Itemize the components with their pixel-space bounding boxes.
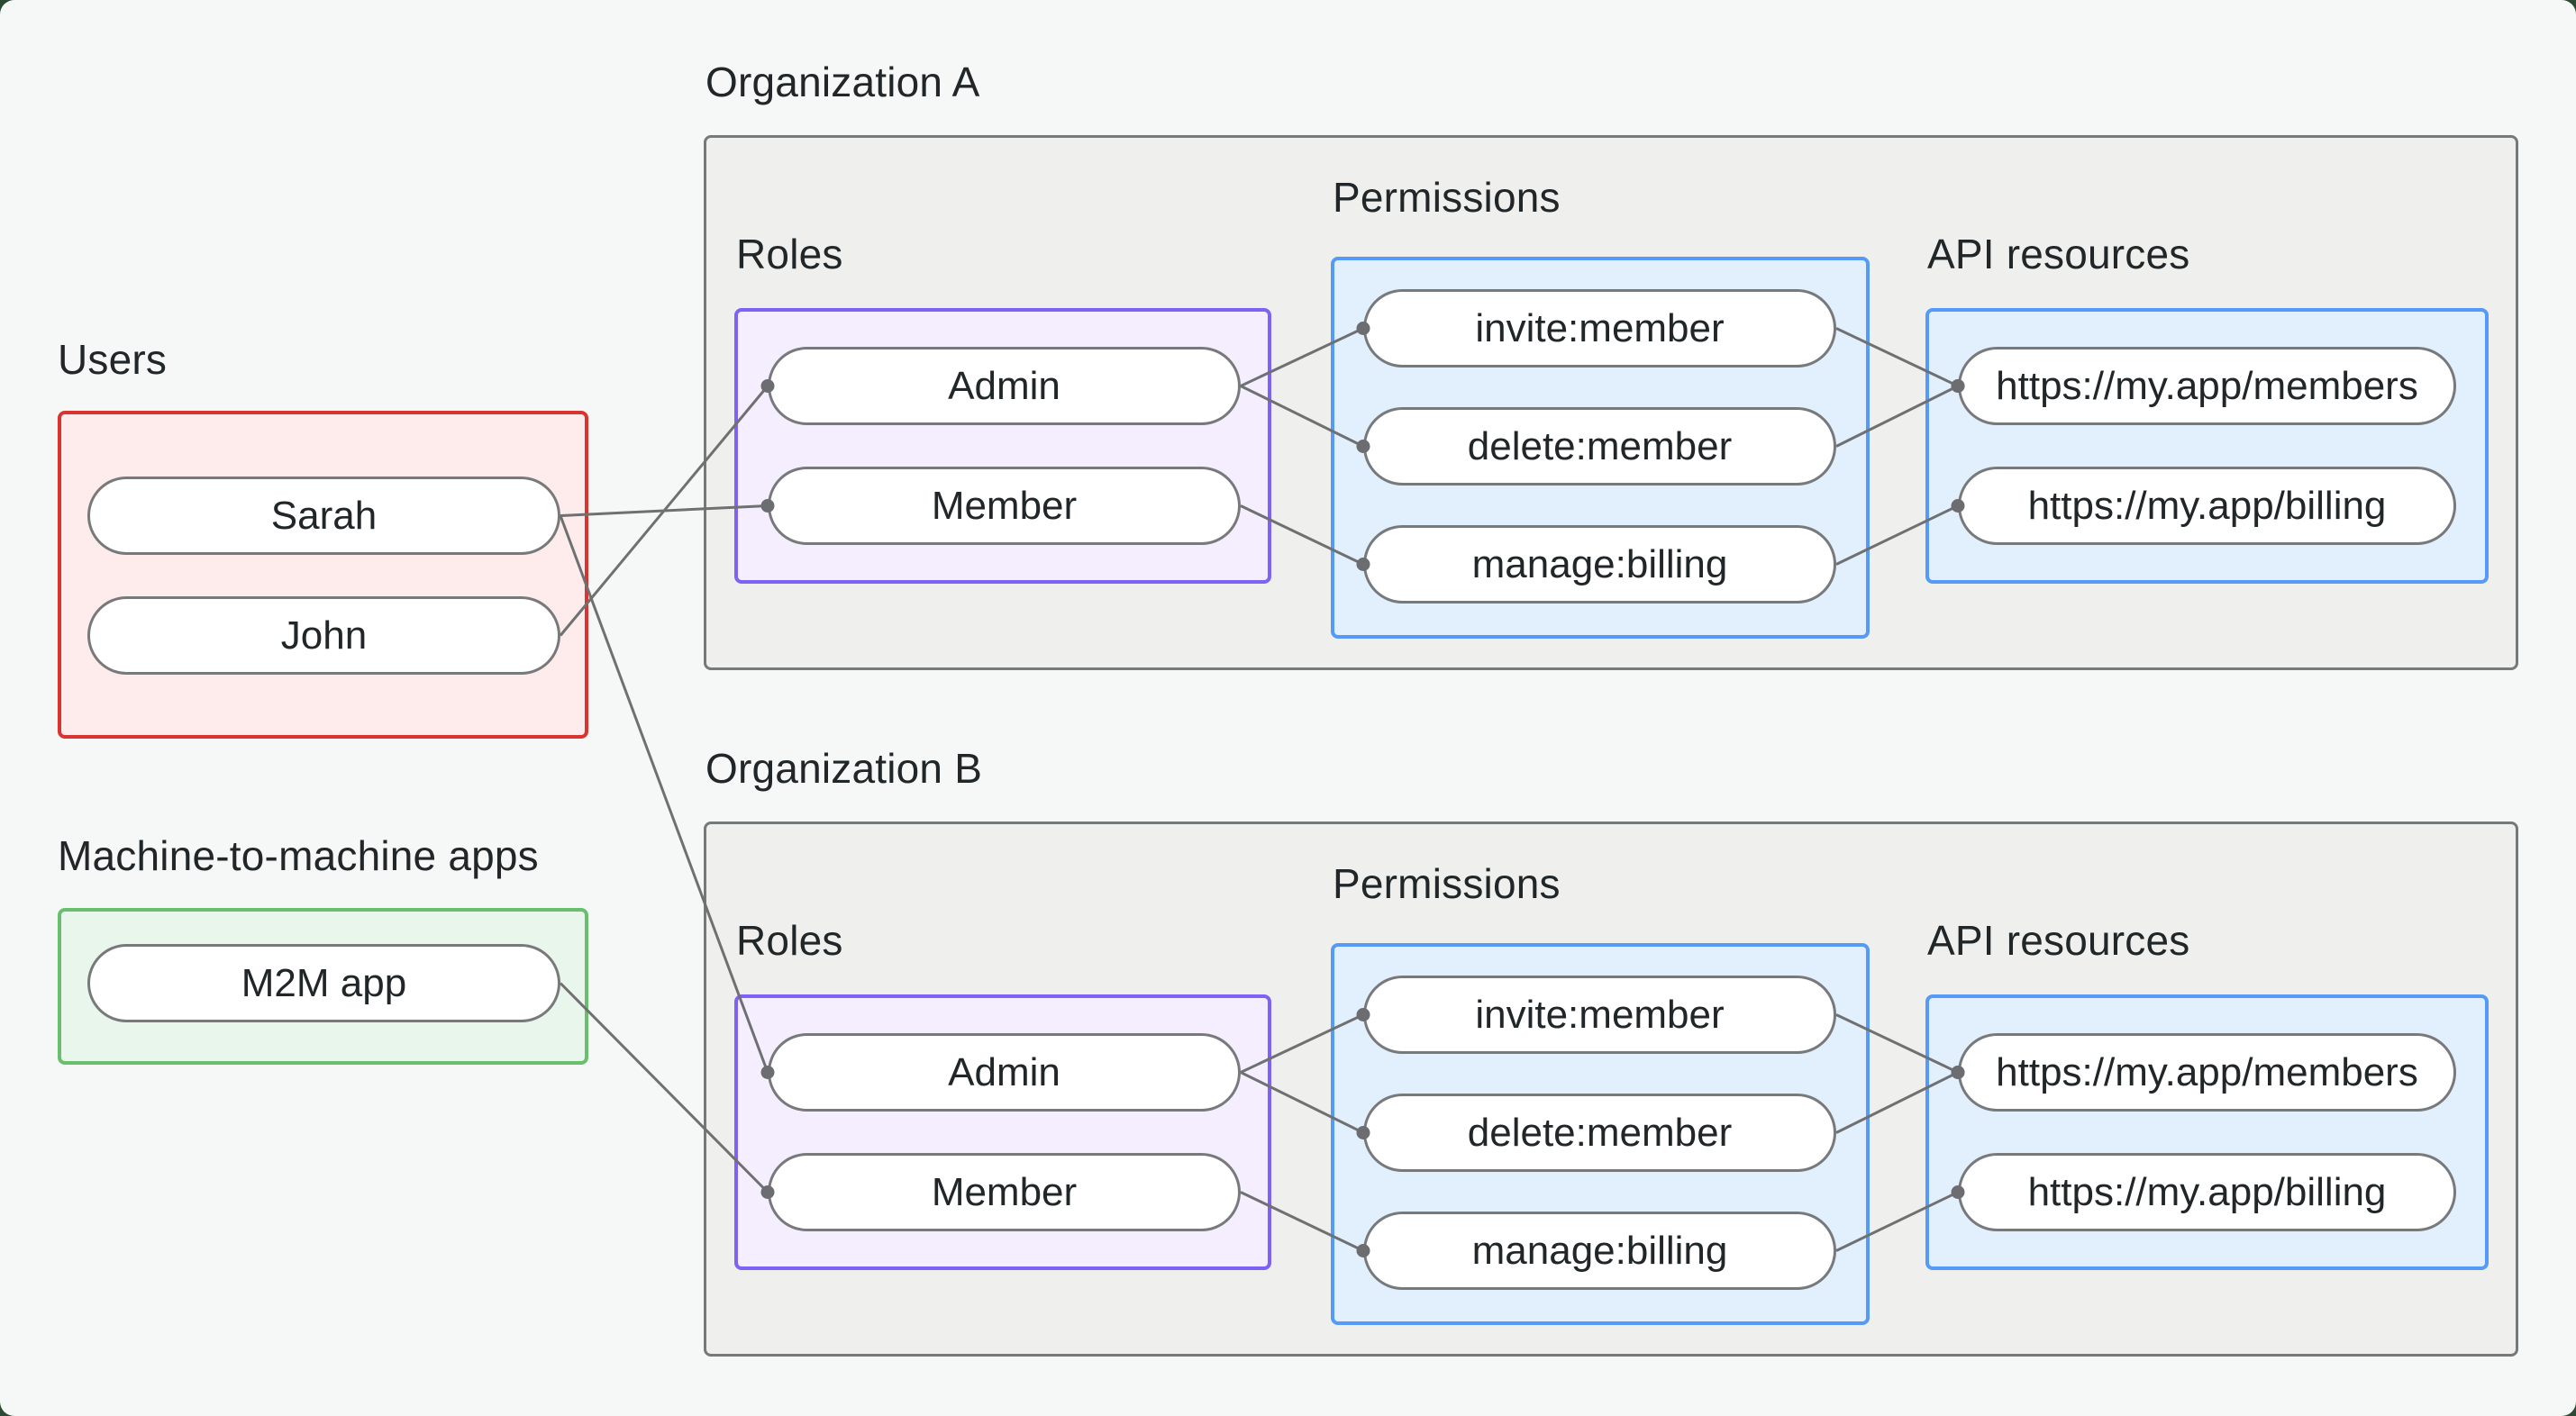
org-a-api-resources-label: API resources [1927, 231, 2190, 277]
org-a-roles-label: Roles [736, 231, 843, 277]
node-org-b-billing-api: https://my.app/billing [1958, 1153, 2456, 1231]
org-b-api-resources-label: API resources [1927, 917, 2190, 964]
org-b-roles-label: Roles [736, 917, 843, 964]
node-org-a-billing-api: https://my.app/billing [1958, 467, 2456, 545]
node-org-b-member: Member [768, 1153, 1241, 1231]
node-org-b-manage-billing: manage:billing [1363, 1212, 1836, 1290]
node-org-a-member: Member [768, 467, 1241, 545]
node-org-a-members-api: https://my.app/members [1958, 347, 2456, 425]
org-b-label: Organization B [705, 745, 983, 792]
node-sarah: Sarah [87, 477, 560, 555]
node-org-b-delete-member: delete:member [1363, 1094, 1836, 1172]
node-org-a-invite-member: invite:member [1363, 289, 1836, 368]
node-org-a-admin: Admin [768, 347, 1241, 425]
node-john: John [87, 596, 560, 675]
node-org-b-members-api: https://my.app/members [1958, 1033, 2456, 1112]
org-a-permissions-label: Permissions [1333, 174, 1561, 221]
node-org-b-invite-member: invite:member [1363, 976, 1836, 1054]
node-org-b-admin: Admin [768, 1033, 1241, 1112]
org-b-permissions-label: Permissions [1333, 860, 1561, 907]
node-org-a-manage-billing: manage:billing [1363, 525, 1836, 604]
users-group-label: Users [58, 336, 168, 383]
org-a-label: Organization A [705, 59, 980, 105]
m2m-group-label: Machine-to-machine apps [58, 832, 539, 879]
node-m2m-app: M2M app [87, 944, 560, 1022]
node-org-a-delete-member: delete:member [1363, 407, 1836, 486]
users-group-box [58, 411, 588, 739]
